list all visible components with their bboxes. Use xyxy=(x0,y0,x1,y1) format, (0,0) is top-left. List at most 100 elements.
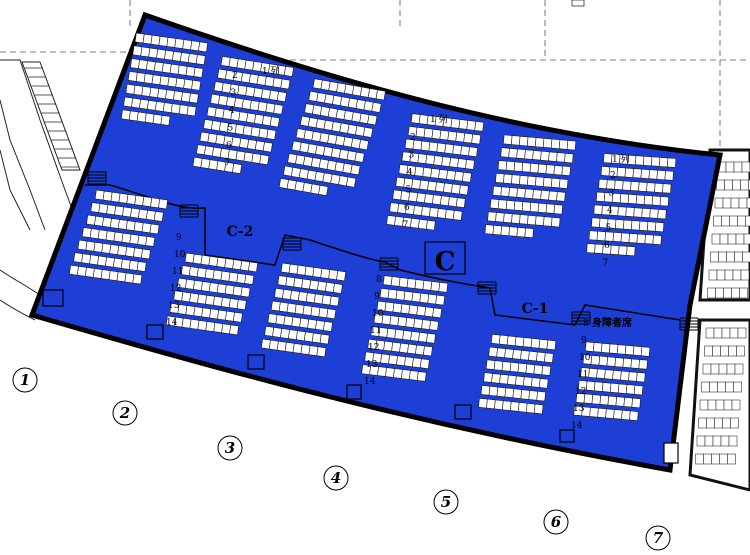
seat[interactable] xyxy=(503,173,513,185)
seat[interactable] xyxy=(332,283,343,294)
seat[interactable] xyxy=(105,230,116,242)
seat[interactable] xyxy=(153,61,164,73)
seat[interactable] xyxy=(544,352,554,364)
seat[interactable] xyxy=(86,214,97,226)
seat[interactable] xyxy=(515,375,525,387)
seat[interactable] xyxy=(403,290,414,302)
seat[interactable] xyxy=(480,385,491,396)
seat[interactable] xyxy=(444,143,455,155)
seat[interactable] xyxy=(94,189,105,201)
seat[interactable] xyxy=(538,338,549,350)
seat[interactable] xyxy=(106,204,117,216)
seat[interactable] xyxy=(212,269,223,281)
seat[interactable] xyxy=(419,179,429,191)
seat[interactable] xyxy=(550,177,561,189)
seat[interactable] xyxy=(139,98,149,110)
seat[interactable] xyxy=(619,193,630,204)
seat[interactable] xyxy=(407,343,417,355)
seat[interactable] xyxy=(164,49,174,61)
seat[interactable] xyxy=(221,323,232,335)
seat[interactable] xyxy=(458,119,469,130)
seat[interactable] xyxy=(435,181,445,193)
seat[interactable] xyxy=(428,141,439,153)
seat[interactable] xyxy=(460,145,470,157)
seat[interactable] xyxy=(149,223,160,235)
seat[interactable] xyxy=(185,66,196,77)
seat[interactable] xyxy=(636,372,646,383)
seat[interactable] xyxy=(519,175,529,186)
seat[interactable] xyxy=(513,161,524,172)
seat[interactable] xyxy=(105,256,115,268)
seat[interactable] xyxy=(402,330,413,341)
seat[interactable] xyxy=(383,340,394,352)
seat[interactable] xyxy=(566,140,577,151)
seat[interactable] xyxy=(267,313,278,325)
seat[interactable] xyxy=(425,219,436,231)
seat[interactable] xyxy=(193,306,204,318)
seat[interactable] xyxy=(167,76,178,88)
seat[interactable] xyxy=(511,213,521,224)
seat[interactable] xyxy=(274,287,285,299)
seat[interactable] xyxy=(319,333,330,345)
seat[interactable] xyxy=(597,407,607,419)
seat[interactable] xyxy=(148,47,159,59)
seat[interactable] xyxy=(603,153,613,164)
seat[interactable] xyxy=(447,196,458,208)
seat[interactable] xyxy=(513,200,524,212)
seat[interactable] xyxy=(248,261,258,273)
seat[interactable] xyxy=(140,248,151,260)
seat[interactable] xyxy=(97,255,107,267)
seat[interactable] xyxy=(516,148,526,160)
seat[interactable] xyxy=(627,193,638,205)
seat[interactable] xyxy=(94,215,104,227)
seat[interactable] xyxy=(488,346,498,358)
seat[interactable] xyxy=(620,232,630,243)
seat[interactable] xyxy=(545,203,556,214)
seat[interactable] xyxy=(427,293,438,305)
seat[interactable] xyxy=(269,116,280,128)
seat[interactable] xyxy=(614,357,624,368)
seat[interactable] xyxy=(439,129,450,141)
seat[interactable] xyxy=(405,317,416,328)
seat[interactable] xyxy=(188,266,199,278)
seat[interactable] xyxy=(415,126,426,138)
seat[interactable] xyxy=(538,378,549,389)
seat[interactable] xyxy=(528,350,538,362)
seat[interactable] xyxy=(462,171,472,183)
seat[interactable] xyxy=(629,410,639,421)
seat[interactable] xyxy=(130,207,140,219)
seat[interactable] xyxy=(216,257,227,268)
seat[interactable] xyxy=(394,329,405,340)
seat[interactable] xyxy=(150,197,161,209)
seat[interactable] xyxy=(561,165,571,177)
seat-group[interactable] xyxy=(69,188,168,286)
seat[interactable] xyxy=(301,278,312,290)
seat[interactable] xyxy=(553,204,564,215)
seat[interactable] xyxy=(89,228,100,240)
seat[interactable] xyxy=(157,88,168,100)
seat[interactable] xyxy=(624,167,634,178)
seat[interactable] xyxy=(81,227,92,238)
seat[interactable] xyxy=(617,383,628,394)
seat[interactable] xyxy=(184,252,195,264)
seat[interactable] xyxy=(458,184,469,196)
seat[interactable] xyxy=(317,280,327,292)
seat[interactable] xyxy=(109,244,120,255)
seat[interactable] xyxy=(508,226,518,237)
seat[interactable] xyxy=(435,294,446,306)
seat[interactable] xyxy=(284,341,295,353)
seat[interactable] xyxy=(622,180,632,191)
seat[interactable] xyxy=(406,278,417,289)
seat[interactable] xyxy=(651,156,661,167)
seat[interactable] xyxy=(408,370,419,381)
seat[interactable] xyxy=(598,178,608,190)
seat[interactable] xyxy=(444,209,455,220)
seat[interactable] xyxy=(283,66,294,77)
seat[interactable] xyxy=(487,211,497,222)
seat[interactable] xyxy=(297,291,308,303)
seat[interactable] xyxy=(588,230,598,241)
seat[interactable] xyxy=(524,188,534,199)
seat[interactable] xyxy=(528,390,539,401)
seat[interactable] xyxy=(220,297,231,308)
seat[interactable] xyxy=(396,355,406,367)
